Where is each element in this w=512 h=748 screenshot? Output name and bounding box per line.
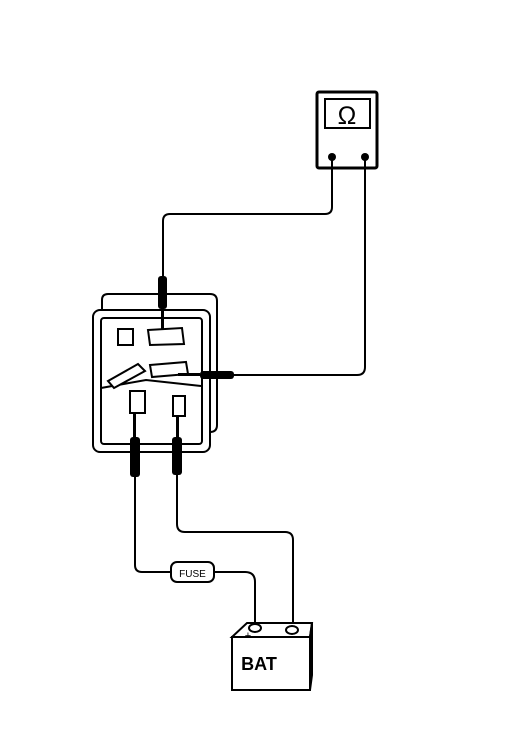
wires: [134, 157, 366, 627]
battery-label: BAT: [241, 654, 277, 674]
battery-negative-sign: −: [284, 632, 290, 644]
ohm-symbol: Ω: [338, 102, 357, 130]
probe-bottom-right-tip: [176, 416, 179, 437]
relay-terminal-bottom-left: [129, 390, 146, 414]
relay-terminal-top-center: [146, 326, 186, 347]
relay-terminal-top-left: [117, 328, 134, 346]
fuse-body: [170, 561, 215, 583]
probe-mid-right-tip: [178, 373, 200, 376]
probe-bottom-left-tip: [133, 412, 136, 437]
ohmmeter: Ω: [315, 90, 379, 170]
meter-lead-right: [232, 157, 366, 376]
fuse: FUSE: [170, 561, 215, 583]
relay-terminal-mid-left: [106, 362, 147, 390]
relay: [92, 293, 218, 453]
probe-mid-right: [200, 371, 234, 379]
battery-negative-wire: [176, 473, 294, 627]
fuse-label: FUSE: [179, 569, 206, 580]
probe-top-left: [158, 276, 167, 309]
probe-top-left-tip: [161, 309, 164, 329]
fuse-wire-relay-side: [134, 475, 171, 573]
probe-bottom-right: [172, 437, 182, 475]
battery-post-positive: [248, 623, 262, 633]
battery-body: [231, 636, 311, 691]
probe-bottom-left: [130, 437, 140, 477]
meter-lead-left: [162, 157, 333, 278]
probes: [130, 276, 234, 477]
relay-terminal-bottom-right: [172, 395, 186, 417]
battery-post-negative: [285, 625, 299, 635]
battery: + − BAT: [229, 622, 314, 691]
fuse-wire-battery-side: [214, 571, 256, 624]
ohmmeter-display: [324, 98, 371, 129]
battery-positive-sign: +: [245, 630, 251, 642]
